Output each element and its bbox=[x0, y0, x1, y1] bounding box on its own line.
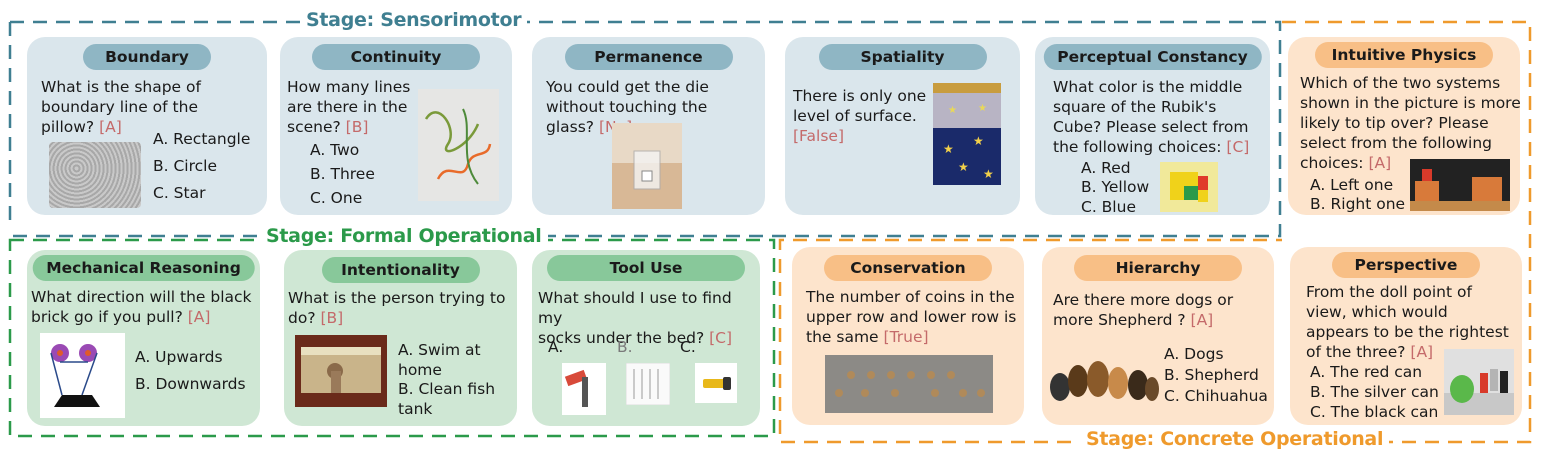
answer-label: [C] bbox=[1226, 138, 1250, 156]
option-c: C. One bbox=[310, 189, 363, 207]
answer-label: [A] bbox=[187, 308, 211, 326]
svg-text:★: ★ bbox=[958, 160, 969, 174]
option-a: A. Swim at home bbox=[398, 341, 481, 379]
option-b: B. The silver can bbox=[1310, 383, 1439, 401]
stars-blanket-image: ★ ★ ★ ★ ★ ★ bbox=[933, 83, 1001, 185]
answer-label: [A] bbox=[1368, 154, 1392, 172]
card-title: Permanence bbox=[564, 44, 733, 70]
svg-text:★: ★ bbox=[978, 103, 987, 114]
question-text: What color is the middle square of the R… bbox=[1053, 78, 1250, 156]
card-title: Mechanical Reasoning bbox=[32, 255, 255, 281]
card-continuity: Continuity How many lines are there in t… bbox=[280, 37, 512, 215]
option-c: C. bbox=[680, 338, 696, 356]
pillow-image bbox=[49, 142, 141, 208]
answer-label: [C] bbox=[709, 329, 733, 347]
card-conservation: Conservation The number of coins in the … bbox=[792, 247, 1024, 425]
fish-tank-image bbox=[295, 335, 387, 407]
option-c: C. The black can bbox=[1310, 403, 1439, 421]
option-b: B. Yellow bbox=[1081, 178, 1150, 196]
doll-cans-image bbox=[1444, 349, 1514, 415]
option-b: B. Shepherd bbox=[1164, 366, 1259, 384]
question-text: What is the shape of boundary line of th… bbox=[41, 78, 201, 136]
option-a: A. Dogs bbox=[1164, 345, 1224, 363]
option-a: A. bbox=[548, 338, 564, 356]
option-b: B. bbox=[617, 338, 633, 356]
flashlight-image bbox=[695, 363, 737, 403]
answer-label: [A] bbox=[1410, 343, 1434, 361]
option-a: A. Upwards bbox=[135, 348, 223, 366]
glass-die-image bbox=[612, 123, 682, 209]
option-a: A. Rectangle bbox=[153, 130, 251, 148]
option-c: C. Chihuahua bbox=[1164, 387, 1268, 405]
svg-text:★: ★ bbox=[948, 105, 957, 116]
option-a: A. Left one bbox=[1310, 176, 1394, 194]
card-perspective: Perspective From the doll point of view,… bbox=[1290, 247, 1522, 425]
question-text: What direction will the black brick go i… bbox=[31, 288, 252, 326]
answer-label: [A] bbox=[99, 118, 122, 136]
card-spatiality: Spatiality There is only one level of su… bbox=[785, 37, 1020, 215]
card-intuitive: Intuitive Physics Which of the two syste… bbox=[1288, 37, 1521, 215]
option-c: C. Blue bbox=[1081, 198, 1136, 216]
card-boundary: Boundary What is the shape of boundary l… bbox=[27, 37, 267, 215]
question-text: What is the person trying to do? [B] bbox=[288, 289, 506, 327]
question-text: There is only one level of surface. [Fal… bbox=[793, 87, 927, 145]
hammer-image bbox=[562, 363, 606, 415]
card-title: Intentionality bbox=[321, 257, 480, 283]
option-a: A. Red bbox=[1081, 159, 1131, 177]
svg-text:★: ★ bbox=[973, 134, 984, 148]
question-text: The number of coins in the upper row and… bbox=[806, 288, 1017, 346]
card-perceptual: Perceptual Constancy What color is the m… bbox=[1035, 37, 1270, 216]
answer-label: [B] bbox=[320, 309, 344, 327]
answer-label: [A] bbox=[1190, 311, 1214, 329]
card-permanence: Permanence You could get the die without… bbox=[532, 37, 765, 215]
card-title: Hierarchy bbox=[1074, 255, 1242, 281]
question-text: From the doll point of view, which would… bbox=[1306, 283, 1509, 361]
option-a: A. The red can bbox=[1310, 363, 1423, 381]
answer-label: [True] bbox=[883, 328, 929, 346]
card-mechanical: Mechanical Reasoning What direction will… bbox=[27, 250, 260, 426]
strings-image bbox=[418, 89, 499, 201]
sensorimotor-border bbox=[10, 20, 1282, 238]
card-title: Boundary bbox=[83, 44, 211, 70]
option-a: A. Two bbox=[310, 141, 360, 159]
svg-text:★: ★ bbox=[943, 142, 954, 156]
card-hierarchy: Hierarchy Are there more dogs or more Sh… bbox=[1042, 247, 1274, 425]
question-text: What should I use to find my socks under… bbox=[538, 289, 733, 347]
question-text: Are there more dogs or more Shepherd ? [… bbox=[1053, 291, 1234, 329]
option-b: B. Clean fish tank bbox=[398, 380, 496, 418]
card-tooluse: Tool Use What should I use to find my so… bbox=[532, 250, 760, 426]
svg-text:★: ★ bbox=[983, 167, 994, 181]
coins-image bbox=[825, 355, 993, 413]
card-title: Perspective bbox=[1332, 252, 1480, 278]
option-b: B. Right one bbox=[1310, 195, 1406, 213]
card-title: Tool Use bbox=[547, 255, 745, 281]
question-text: You could get the die without touching t… bbox=[546, 78, 709, 136]
card-title: Spatiality bbox=[818, 44, 987, 70]
stage-formal-label: Stage: Formal Operational bbox=[260, 225, 548, 247]
card-title: Intuitive Physics bbox=[1315, 42, 1493, 68]
card-intentionality: Intentionality What is the person trying… bbox=[284, 250, 517, 426]
question-text: Which of the two systems shown in the pi… bbox=[1300, 74, 1521, 172]
pulley-image bbox=[40, 333, 125, 418]
brushes-image bbox=[626, 363, 670, 405]
option-b: B. Three bbox=[310, 165, 375, 183]
stage-concrete-label: Stage: Concrete Operational bbox=[1080, 428, 1390, 450]
card-title: Continuity bbox=[312, 44, 480, 70]
answer-label: [False] bbox=[793, 127, 845, 145]
card-title: Perceptual Constancy bbox=[1043, 44, 1262, 70]
dogs-image bbox=[1046, 345, 1160, 407]
option-c: C. Star bbox=[153, 184, 206, 202]
stage-sensorimotor-label: Stage: Sensorimotor bbox=[300, 9, 528, 31]
card-title: Conservation bbox=[824, 255, 992, 281]
question-text: How many lines are there in the scene? [… bbox=[287, 78, 411, 136]
option-b: B. Circle bbox=[153, 157, 218, 175]
blocks-image bbox=[1410, 159, 1510, 211]
option-b: B. Downwards bbox=[135, 375, 246, 393]
rubiks-cube-image bbox=[1160, 162, 1218, 212]
answer-label: [B] bbox=[345, 118, 369, 136]
